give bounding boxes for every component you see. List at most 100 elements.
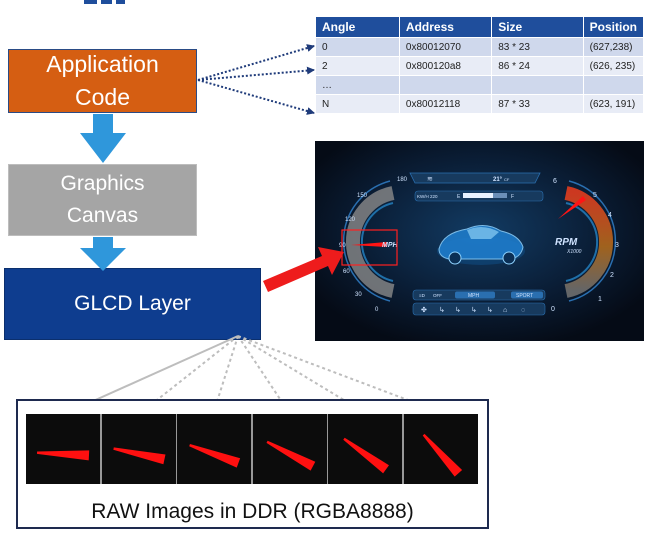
cropped-title-fragment — [84, 0, 125, 4]
application-code-box: Application Code — [8, 49, 197, 113]
glcd-layer-label: GLCD Layer — [74, 292, 191, 315]
speed-gauge-outer-ring — [342, 180, 391, 302]
cell-address: 0x80012070 — [398, 37, 493, 57]
cell-position: (623, 191) — [582, 94, 645, 114]
needle-wedge — [112, 447, 165, 465]
speed-unit-label: MPH — [382, 242, 399, 249]
rpm-tick-4: 4 — [608, 212, 612, 219]
header-address: Address — [398, 16, 493, 38]
needle-thumbnail — [177, 414, 251, 484]
needle-wedge — [265, 440, 315, 471]
cell-angle: 2 — [315, 56, 400, 76]
cell-size — [491, 75, 584, 95]
rpm-gauge-inner-ring — [565, 202, 599, 282]
down-arrow-canvas-to-glcd — [80, 237, 126, 271]
needle-wedge — [189, 443, 241, 468]
down-arrow-app-to-canvas — [80, 114, 126, 163]
temperature-unit: CF — [504, 177, 510, 182]
speed-gauge-band — [345, 186, 395, 298]
seat-icon-1: ↳ — [439, 306, 445, 314]
speed-tick-150: 150 — [357, 193, 368, 199]
header-position: Position — [582, 16, 645, 38]
fuel-f-label: F — [511, 194, 514, 200]
rpm-tick-5: 5 — [593, 192, 597, 199]
speed-gauge-inner-ring — [360, 202, 394, 282]
application-code-line1: Application — [46, 51, 159, 77]
needle-thumbnail — [403, 414, 478, 484]
mode-mph-label: MPH — [468, 293, 480, 299]
needle-lookup-table: Angle Address Size Position 0 0x80012070… — [315, 16, 645, 114]
temperature-value: 21° — [493, 177, 503, 183]
cell-angle: 0 — [315, 37, 400, 57]
header-angle: Angle — [315, 16, 400, 38]
cell-position: (626, 235) — [582, 56, 645, 76]
cell-position: (627,238) — [582, 37, 645, 57]
headlight-icon: ≡D — [419, 293, 426, 298]
car-icon: ⌂ — [503, 307, 507, 314]
header-size: Size — [491, 16, 584, 38]
rpm-needle — [558, 196, 586, 219]
needle-thumbnail — [26, 414, 100, 484]
energy-level-empty — [493, 193, 507, 198]
rpm-tick-6: 6 — [553, 178, 557, 185]
kwh-label: KW/H 220 — [417, 194, 438, 199]
rpm-tick-1: 1 — [598, 296, 602, 303]
energy-level-fill — [463, 193, 493, 198]
mode-sport-label: SPORT — [516, 293, 533, 299]
wifi-icon: ≋ — [427, 176, 433, 183]
graphics-canvas-box: Graphics Canvas — [8, 164, 197, 236]
speed-tick-180: 180 — [397, 177, 408, 183]
sport-pill — [511, 291, 543, 299]
table-row: 0 0x80012070 83 * 23 (627,238) — [315, 37, 645, 57]
car-hologram-icon — [437, 225, 525, 265]
speed-tick-0: 0 — [375, 307, 379, 313]
needle-thumbnail-strip — [26, 414, 478, 484]
icon-row — [412, 302, 546, 316]
application-code-line2: Code — [75, 84, 130, 110]
rpm-tick-0: 0 — [551, 306, 555, 313]
rpm-label: RPM — [555, 237, 578, 248]
needle-thumbnail — [328, 414, 402, 484]
seat-icon-4: ↳ — [487, 306, 493, 314]
cell-address: 0x800120a8 — [398, 56, 493, 76]
fan-icon: ✤ — [421, 306, 427, 314]
needle-thumbnail — [252, 414, 327, 484]
needle-thumbnail — [101, 414, 176, 484]
speed-tick-90: 90 — [339, 243, 346, 249]
mode-off-label: OFF — [433, 293, 442, 298]
top-info-bar — [409, 172, 541, 184]
speed-tick-60: 60 — [343, 269, 350, 275]
graphics-canvas-line1: Graphics — [60, 172, 145, 195]
needle-wedge — [422, 433, 462, 477]
cell-address — [398, 75, 493, 95]
mph-pill — [455, 291, 495, 299]
table-row: N 0x80012118 87 * 33 (623, 191) — [315, 94, 645, 114]
rpm-gauge-outer-ring — [568, 180, 617, 302]
table-header-row: Angle Address Size Position — [315, 16, 645, 38]
table-row: 2 0x800120a8 86 * 24 (626, 235) — [315, 56, 645, 76]
raw-images-caption: RAW Images in DDR (RGBA8888) — [91, 500, 414, 523]
cell-size: 83 * 23 — [491, 37, 584, 57]
table-row: … — [315, 75, 645, 95]
fuel-e-label: E — [457, 194, 461, 200]
cell-size: 87 * 33 — [491, 94, 584, 114]
speed-tick-120: 120 — [345, 217, 356, 223]
dashboard-screenshot: 180 150 120 90 60 30 0 MPH 6 5 4 3 2 1 0… — [315, 141, 644, 341]
needle-wedge — [36, 450, 90, 461]
speed-needle — [351, 242, 387, 247]
cell-angle: … — [315, 75, 400, 95]
graphics-canvas-line2: Canvas — [66, 204, 139, 227]
rpm-sub-label: X1000 — [566, 249, 582, 255]
seat-icon-2: ↳ — [455, 306, 461, 314]
seat-icon-3: ↳ — [471, 306, 477, 314]
needle-wedge — [343, 437, 389, 474]
cell-address: 0x80012118 — [398, 94, 493, 114]
speed-tick-30: 30 — [355, 292, 362, 298]
defrost-icon: ◌ — [521, 307, 525, 314]
rpm-tick-2: 2 — [610, 272, 614, 279]
cell-angle: N — [315, 94, 400, 114]
rpm-tick-3: 3 — [615, 242, 619, 249]
cell-position — [582, 75, 645, 95]
cell-size: 86 * 24 — [491, 56, 584, 76]
